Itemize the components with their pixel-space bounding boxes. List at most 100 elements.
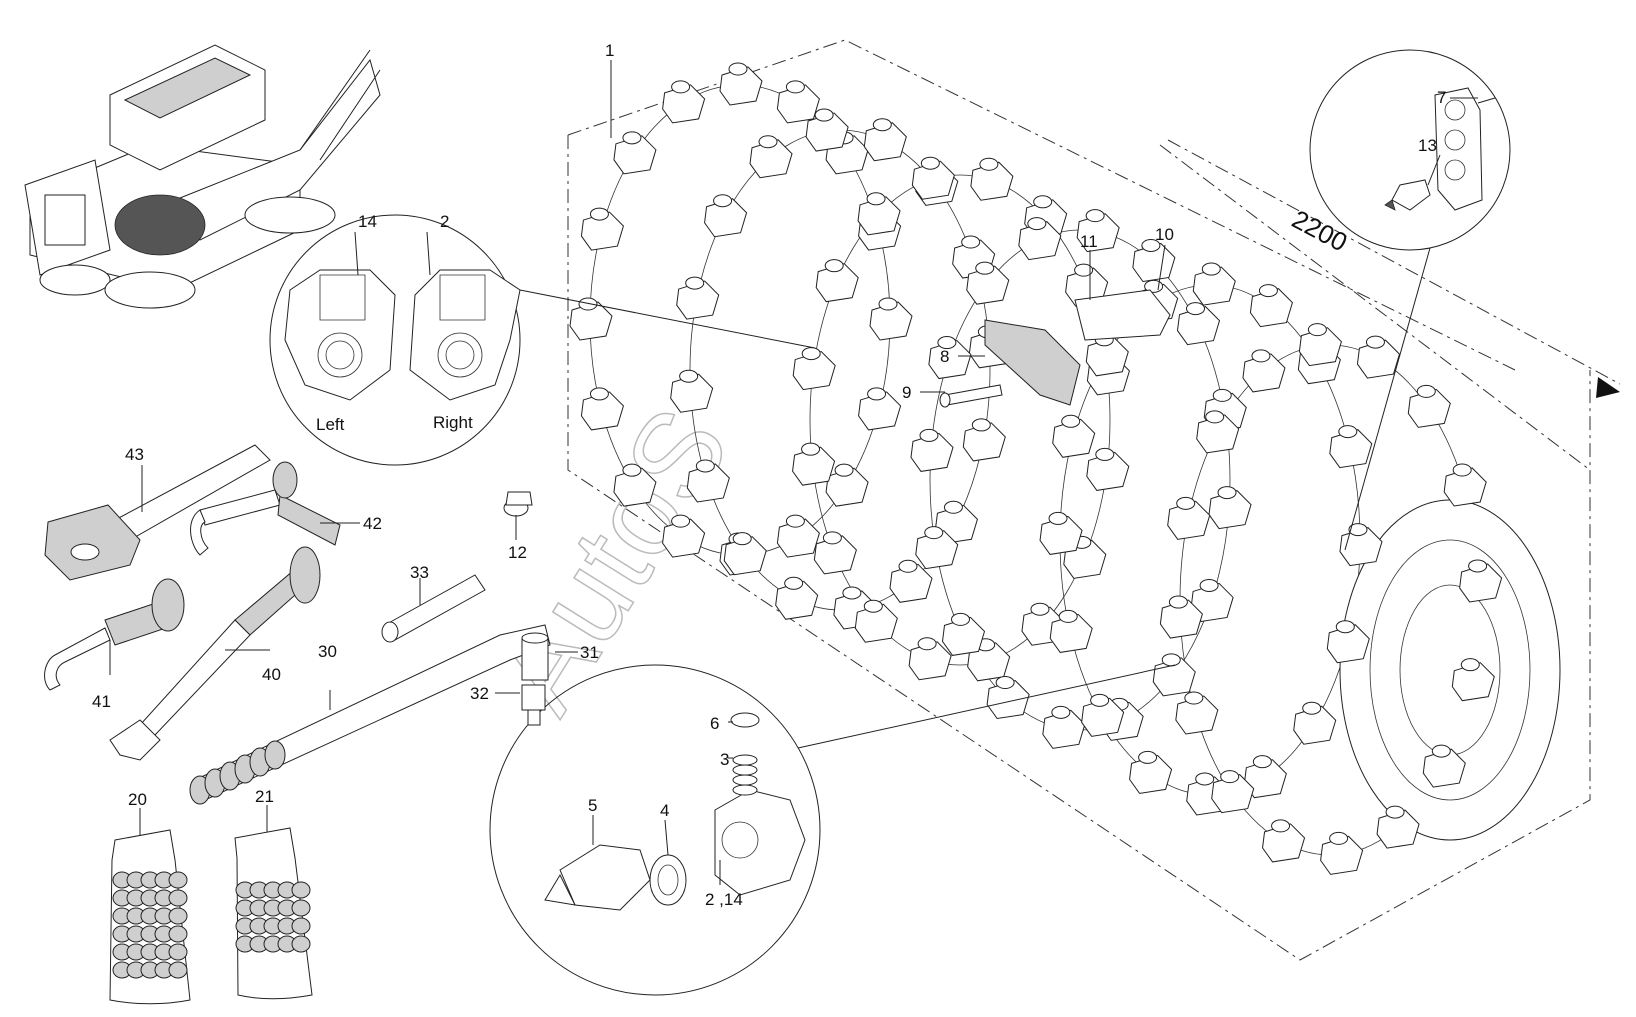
cutting-bit-tip <box>1095 447 1115 461</box>
cutting-bit-tip <box>1335 620 1355 634</box>
bag-20 <box>109 808 191 1005</box>
tool-holder-block <box>1459 563 1503 603</box>
spare-ring <box>168 889 188 907</box>
holder-left <box>284 269 396 401</box>
tool-holder-block <box>662 84 706 124</box>
cutting-bit-tip <box>961 235 981 249</box>
tool-holder-block <box>569 301 613 341</box>
cutting-bit-tip <box>1048 511 1068 525</box>
cutting-bit-tip <box>937 336 957 350</box>
holder-right <box>409 269 521 401</box>
clamping-sleeve <box>649 854 687 906</box>
cutting-bit-tip <box>1348 523 1368 537</box>
tool-holder-block <box>1176 306 1221 346</box>
tool-holder-block <box>1339 527 1383 567</box>
callout-31: 31 <box>580 643 599 662</box>
tool-holder-block <box>1262 823 1306 863</box>
cutting-bit-tip <box>671 514 691 528</box>
tool-holder-block <box>792 351 836 391</box>
callout-leaders <box>610 60 1496 393</box>
tool-holder-block <box>1326 624 1370 664</box>
milling-machine-icon <box>24 44 381 309</box>
tool-holder-block <box>723 536 767 576</box>
cutting-bit-tip <box>1176 496 1196 510</box>
cutting-bit-tip <box>1058 609 1078 623</box>
cutting-bit-tip <box>732 532 752 546</box>
callout-33: 33 <box>410 563 429 582</box>
cutting-bit-tip <box>1258 284 1278 298</box>
cutting-bit-tip <box>1220 770 1240 784</box>
tool-holder-block <box>857 196 901 236</box>
cutting-bit-tip <box>1431 744 1451 758</box>
plug-12 <box>503 491 533 540</box>
cutting-bit-tip <box>995 676 1015 690</box>
callout-12: 12 <box>508 543 527 562</box>
tool-holder-block <box>1042 709 1086 749</box>
cutting-bit-tip <box>1452 463 1472 477</box>
cutting-bit-tip <box>1074 263 1094 277</box>
cutting-bit-tip <box>1141 238 1161 252</box>
detail-label-left: Left <box>316 415 345 434</box>
cutting-bit-tip <box>785 80 805 94</box>
callout-30: 30 <box>318 642 337 661</box>
callout-8: 8 <box>940 347 949 366</box>
cutting-bit-tip <box>1212 388 1232 402</box>
detail-circle-bit-holder <box>1309 49 1511 551</box>
tool-holder-block <box>613 135 657 175</box>
cutting-bit-tip <box>1161 653 1181 667</box>
cutting-bit-tip <box>1168 595 1188 609</box>
tool-holder-block <box>775 580 819 620</box>
cutting-bit-tip <box>589 207 609 221</box>
cutting-bit-tip <box>1027 217 1047 231</box>
tool-holder-block <box>1159 599 1203 639</box>
cutting-bit-tip <box>1217 486 1237 500</box>
detail-circle-holders: Left Right <box>269 214 816 466</box>
tool-holder-block <box>858 391 902 431</box>
cutting-bit-tip <box>1307 323 1327 337</box>
tool-holder-block <box>1086 451 1130 491</box>
tool-holder-block <box>908 641 952 681</box>
cutting-bit-tip <box>589 387 609 401</box>
adapter-32 <box>495 684 546 726</box>
tool-holder-block <box>1076 213 1120 253</box>
cutting-bit-tip <box>1302 701 1322 715</box>
cutting-bit-tip <box>1138 750 1158 764</box>
cutting-bit-tip <box>917 637 937 651</box>
tool-holder-block <box>662 518 706 558</box>
tool-holder-block <box>1132 242 1176 283</box>
cutting-bit-tip <box>867 387 887 401</box>
callout-labels: 1 2 14 7 13 11 10 8 9 43 42 12 33 30 31 … <box>92 41 1446 909</box>
bolt-part-9 <box>939 384 1003 408</box>
cutting-bit-tip <box>1468 559 1488 573</box>
spring-3 <box>732 754 758 796</box>
cutting-bit-tip <box>1365 335 1385 349</box>
callout-11: 11 <box>1080 232 1098 251</box>
tool-holder-block <box>1356 339 1401 379</box>
tool-holder-block <box>1175 695 1219 735</box>
tool-holder-block <box>580 211 624 251</box>
tool-holder-block <box>941 616 986 656</box>
cutting-bit-tip <box>758 135 778 149</box>
spare-ring <box>168 961 188 979</box>
tool-holder-block <box>1018 221 1062 261</box>
spare-ring <box>168 871 188 889</box>
callout-42: 42 <box>363 514 382 533</box>
cutting-bit-tip <box>784 576 804 590</box>
spare-ring <box>168 925 188 943</box>
fork-tool <box>109 546 321 761</box>
holder-part-10-11 <box>1074 244 1171 341</box>
callout-21: 21 <box>255 787 274 806</box>
spare-ring <box>291 899 311 917</box>
callout-1: 1 <box>605 41 614 60</box>
cutting-bit-tip <box>785 514 805 528</box>
cutting-bit-tip <box>943 500 963 514</box>
tool-holder-block <box>1196 414 1240 454</box>
callout-10: 10 <box>1155 225 1174 244</box>
cutting-bit-tip <box>1251 349 1271 363</box>
callout-7: 7 <box>1437 88 1446 107</box>
tool-holder-block <box>915 530 959 570</box>
pry-bar-tool <box>44 578 185 691</box>
milling-drum <box>569 62 1561 875</box>
cutting-bit-tip <box>801 442 821 456</box>
